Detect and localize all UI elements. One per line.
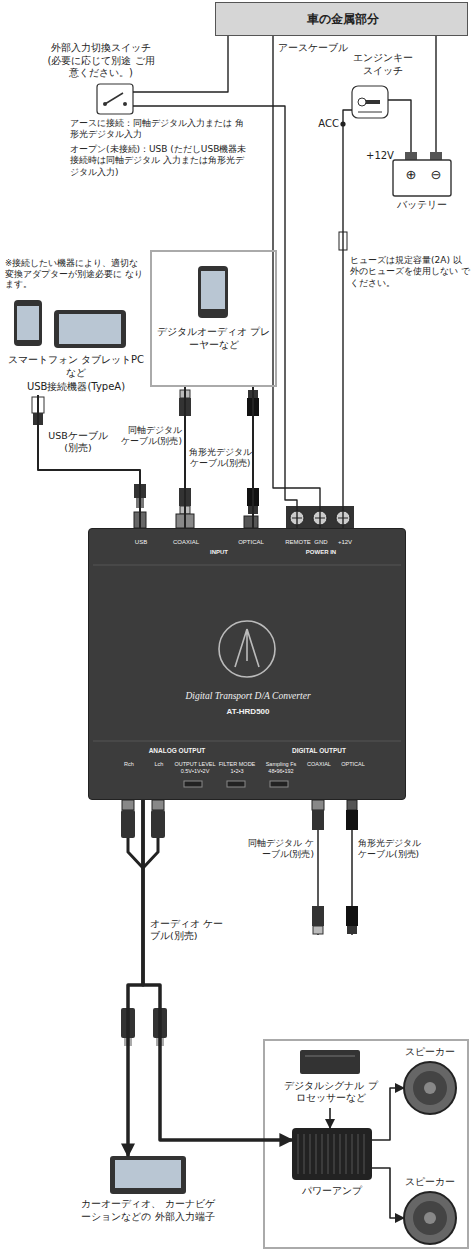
node-text: エンジンキー スイッチ (348, 52, 418, 77)
speaker-icon (404, 1062, 456, 1114)
speaker-node: スピーカー (404, 1192, 456, 1244)
annotation-label: アースケーブル (278, 42, 348, 54)
node-text: Digital Transport D/A Converter (128, 691, 368, 703)
node-text: OUTPUT LEVEL 0.5V•1V•2V (173, 761, 217, 775)
node-text: バッテリー (381, 199, 463, 212)
amplifier-node: パワーアンプ (292, 1128, 372, 1180)
annotation-label: 同軸デジタル ケーブル(別売) (118, 425, 182, 448)
node-text: スピーカー (390, 1176, 470, 1189)
node-text: COAXIAL (169, 539, 203, 547)
node-text: COAXIAL (304, 761, 334, 768)
node-text: スマートフォン タブレットPCなど (5, 354, 147, 379)
node-text: Lch (149, 761, 169, 768)
signal-arrow (329, 1108, 331, 1128)
switch-symbol (97, 84, 133, 114)
wire (388, 100, 411, 152)
amplifier-icon (292, 1128, 372, 1180)
node-text: ANALOG OUTPUT (122, 747, 232, 755)
node-text: カーオーディオ、 カーナビゲーションなどの 外部入力端子 (78, 1198, 218, 1223)
node-text: OPTICAL (234, 539, 268, 547)
speaker-node: スピーカー (404, 1062, 456, 1114)
annotation-label: オープン(未接続)：USB (ただしUSB機器未接続時は同軸デジタル 入力または… (70, 144, 248, 178)
node-text: デジタルオーディオ プレーヤーなど (154, 326, 273, 351)
wire (273, 36, 320, 528)
car-audio-node: カーオーディオ、 カーナビゲーションなどの 外部入力端子 (110, 1156, 186, 1194)
node-text: OPTICAL (337, 761, 369, 768)
car-body-box: 車の金属部分 (215, 2, 468, 36)
usb-device-panel: ※接続したい機器により、適切な 変換アダプターが別途必要に なります。スマートフ… (3, 258, 149, 395)
player-panel: デジタルオーディオ プレーヤーなど (150, 250, 277, 387)
node-text: スピーカー (390, 1046, 470, 1059)
wire (252, 387, 254, 528)
smartphone-icon (14, 300, 42, 346)
node-text: ⊕ (399, 167, 423, 183)
annotation-label: +12V (366, 150, 396, 163)
dsp-icon (300, 1050, 360, 1074)
node-text: AT-HRD500 (198, 707, 298, 717)
node-text: POWER IN (294, 549, 348, 557)
wire (343, 110, 352, 528)
wire (184, 387, 186, 528)
player-icon (198, 266, 228, 318)
annotation-label: ACC (312, 118, 339, 131)
battery-terminal (405, 152, 417, 160)
signal-arrow (372, 1168, 404, 1218)
node-text: FILTER MODE 1•2•3 (218, 761, 256, 775)
annotation-label: 角形光デジタル ケーブル(別売) (358, 838, 428, 861)
key-switch-node: エンジンキー スイッチ (352, 86, 388, 118)
node-text: Rch (119, 761, 139, 768)
wire (38, 395, 140, 528)
signal-arrow (372, 1088, 404, 1140)
node-text: ⊖ (424, 167, 448, 183)
battery-symbol (393, 160, 451, 196)
rca-plug (151, 810, 165, 838)
unit-decoration (89, 529, 405, 799)
speaker-icon (404, 1192, 456, 1244)
annotation-label: USBケーブル (別売) (46, 430, 110, 454)
node-text: USB接続機器(TypeA) (5, 381, 147, 394)
node-text: パワーアンプ (282, 1185, 382, 1198)
node-text: REMOTE (285, 539, 311, 547)
tablet-icon (54, 310, 126, 348)
node-text: +12V (333, 539, 357, 547)
node-text: 外部入力切換スイッチ (必要に応じて別途 ご用意ください。) (45, 42, 157, 80)
node-text: GND (311, 539, 331, 547)
rca-plug (121, 810, 135, 838)
annotation-label: 同軸デジタル ケーブル(別売) (248, 838, 314, 861)
dsp-node: デジタルシグナル プロセッサーなど (281, 1050, 381, 1108)
converter-unit: USB COAXIAL INPUT OPTICAL REMOTEGND+12V POWER… (88, 528, 406, 800)
node-text: ※接続したい機器により、適切な 変換アダプターが別途必要に なります。 (5, 258, 147, 290)
signal-arrow (128, 800, 143, 1156)
annotation-label: 角形光デジタル ケーブル(別売) (188, 447, 252, 468)
equipment-frame (264, 1040, 468, 1248)
annotation-label: ヒューズは規定容量(2A) 以外のヒューズを使用しない でください。 (350, 255, 470, 289)
node-text: デジタルシグナル プロセッサーなど (281, 1080, 381, 1104)
wire (435, 36, 436, 152)
monitor-icon (110, 1156, 186, 1194)
annotation-label: オーディオ ケーブル(別売) (150, 918, 224, 942)
key-switch-symbol (352, 86, 388, 118)
node-text: INPUT (199, 549, 239, 557)
node-text: USB (126, 539, 156, 547)
battery-node: ⊕⊖バッテリー (393, 152, 451, 196)
switch-node: 外部入力切換スイッチ (必要に応じて別途 ご用意ください。) (97, 84, 133, 114)
node-text: 車の金属部分 (216, 12, 469, 27)
annotation-label: アースに接続：同軸デジタル入力または 角形光デジタル入力 (70, 118, 248, 141)
node-text: DIGITAL OUTPUT (264, 747, 374, 755)
node-text: Sampling Fs 48•96•192 (259, 761, 303, 775)
